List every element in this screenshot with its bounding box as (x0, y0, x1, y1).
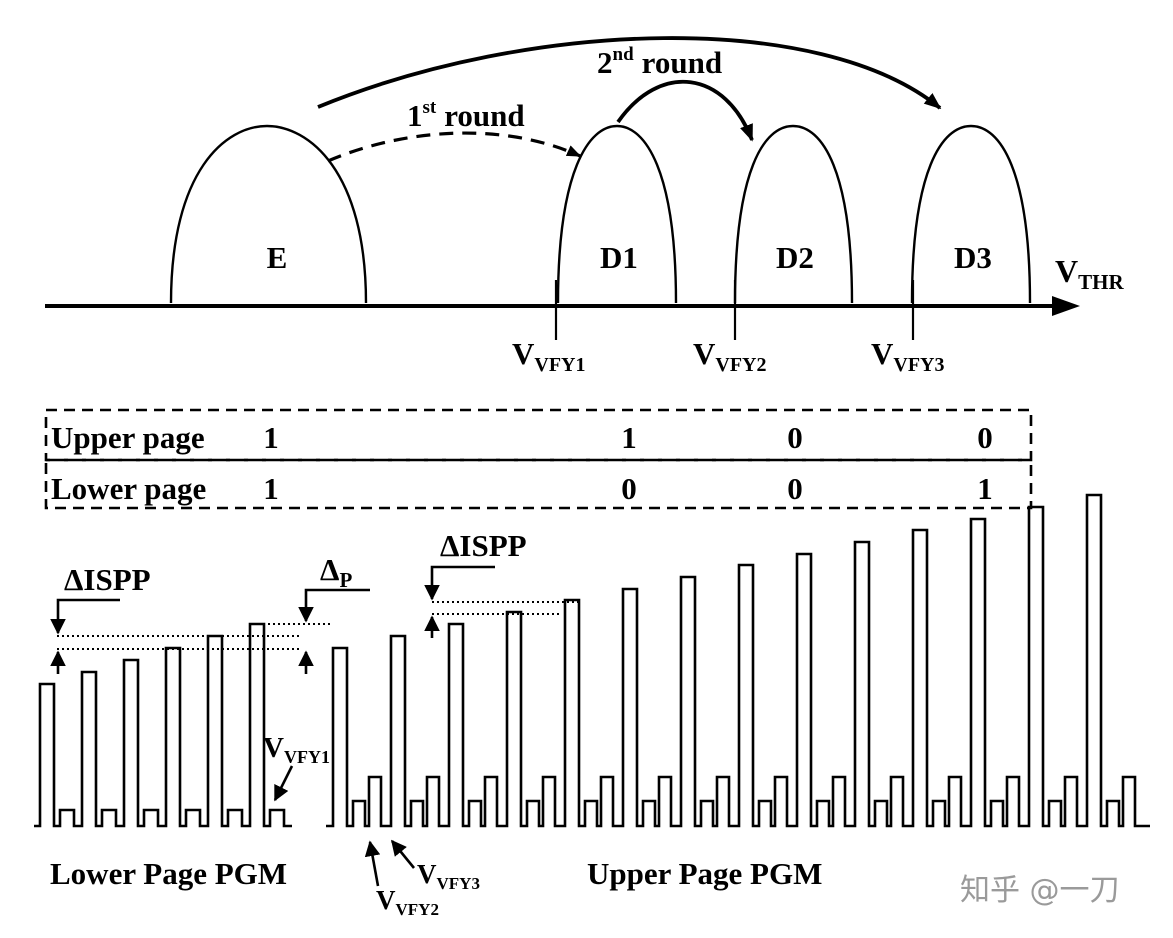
distribution-d3 (910, 124, 1032, 304)
distribution-e (169, 124, 368, 304)
direct-programming-arrow (317, 36, 942, 110)
vfy2-label: VVFY2 (693, 336, 767, 376)
state-label-d3: D3 (954, 240, 992, 275)
distribution-d1 (556, 124, 678, 304)
state-label-e: E (267, 240, 288, 275)
state-label-d2: D2 (776, 240, 814, 275)
lower-page-bit-d3: 1 (977, 471, 993, 506)
upper-page-bit-e: 1 (263, 420, 279, 455)
first-round-arrow (327, 131, 582, 163)
vfy1-label: VVFY1 (512, 336, 586, 376)
ispp-right-label: ΔISPP (440, 528, 527, 563)
second-round-arrow (616, 79, 754, 142)
watermark: 知乎 @一刀 (960, 873, 1120, 908)
upper-page-bit-d3: 0 (977, 420, 993, 455)
ispp-left-pointer (50, 598, 120, 635)
lower-page-row-box (44, 458, 1033, 510)
vfy3-pulse-arrow (390, 839, 416, 869)
ispp-left-label: ΔISPP (64, 562, 151, 597)
vfy2-pulse-arrow (364, 840, 381, 887)
lower-page-waveform (34, 622, 292, 828)
upper-page-pgm-label: Upper Page PGM (587, 856, 822, 891)
upper-page-bit-d1: 1 (621, 420, 637, 455)
lower-page-bit-d1: 0 (621, 471, 637, 506)
ispp-right-pointer (424, 565, 495, 601)
pulse-train: ΔISPP ΔP ΔISPP VVFY1 VVFY3 VVFY2 Lower P… (34, 493, 1150, 919)
state-label-d1: D1 (600, 240, 638, 275)
lower-page-bit-e: 1 (263, 471, 279, 506)
lower-page-label: Lower page (51, 471, 206, 506)
vfy3-label: VVFY3 (871, 336, 945, 376)
vfy1-pulse-label: VVFY1 (263, 732, 330, 767)
vthr-axis-label: VTHR (1055, 253, 1124, 294)
page-bit-table: Upper page 1 1 0 0 Lower page 1 0 0 1 (44, 408, 1033, 510)
lower-page-pgm-label: Lower Page PGM (50, 856, 287, 891)
upper-page-label: Upper page (51, 420, 205, 455)
delta-p-label: ΔP (320, 552, 352, 592)
upper-page-waveform (326, 493, 1150, 828)
upper-page-row-box (44, 408, 1033, 462)
vfy3-pulse-label: VVFY3 (417, 859, 480, 893)
vfy1-pulse-arrow (273, 765, 294, 802)
upper-page-bit-d2: 0 (787, 420, 803, 455)
distribution-d2 (733, 124, 854, 304)
vfy2-pulse-label: VVFY2 (376, 885, 439, 919)
delta-p-pointer (298, 588, 370, 623)
lower-page-bit-d2: 0 (787, 471, 803, 506)
vthr-axis-arrowhead (1052, 296, 1080, 316)
